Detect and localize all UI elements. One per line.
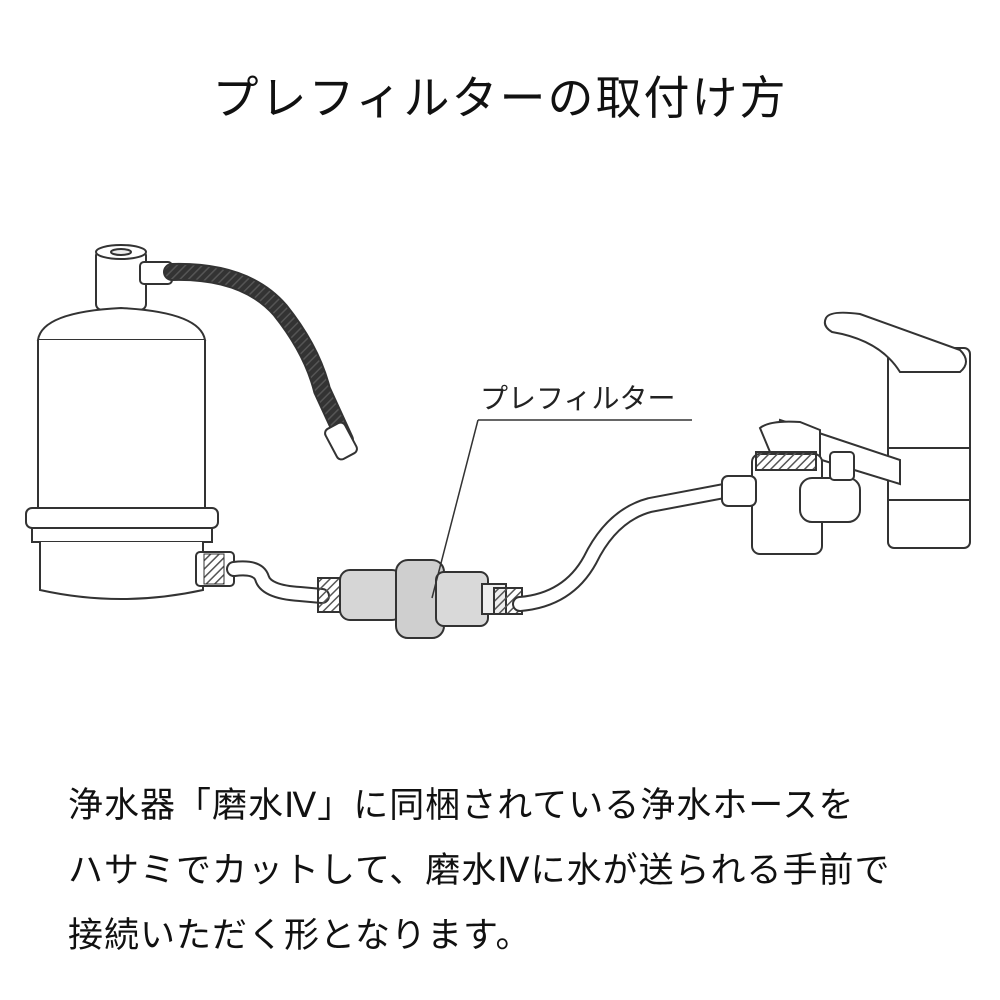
flexible-spout-hose [163,262,358,461]
caption-line: 浄水器「磨水Ⅳ」に同梱されている浄水ホースを [68,786,855,826]
caption-line: ハサミでカットして、磨水Ⅳに水が送られる手前で [68,851,891,891]
faucet-with-diverter [721,311,971,555]
caption-line: 接続いただく形となります。 [68,916,532,956]
prefilter-component [317,559,523,639]
hose-to-purifier [195,551,330,604]
hose-from-faucet [512,480,748,612]
page-title: プレフィルターの取付け方 [212,71,788,125]
water-purifier-unit [25,244,219,600]
prefilter-label: プレフィルター [480,382,675,415]
prefilter-callout: プレフィルター [431,382,692,599]
caption-text: 浄水器「磨水Ⅳ」に同梱されている浄水ホースを ハサミでカットして、磨水Ⅳに水が送… [68,774,968,969]
